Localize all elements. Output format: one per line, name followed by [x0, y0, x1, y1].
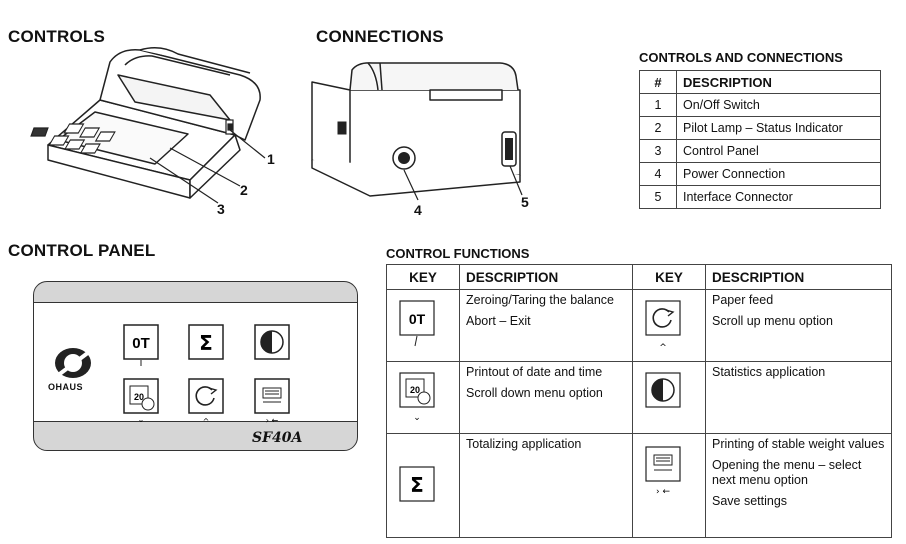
row-num: 3 [639, 139, 677, 163]
ohaus-brand-text: OHAUS [48, 382, 84, 392]
controls-heading: CONTROLS [8, 27, 105, 46]
connections-heading: CONNECTIONS [316, 27, 444, 46]
table-row: 4 Power Connection [639, 162, 881, 186]
svg-text:20: 20 [410, 385, 420, 395]
controls-connections-table: # DESCRIPTION 1 On/Off Switch 2 Pilot La… [639, 70, 881, 209]
col-num-header: # [639, 70, 677, 94]
key-cell: 0T [386, 289, 460, 362]
control-panel-heading: CONTROL PANEL [8, 241, 156, 260]
zero-tare-icon: 0T [399, 300, 435, 347]
row-num: 4 [639, 162, 677, 186]
desc-cell: Printout of date and time Scroll down me… [459, 361, 633, 434]
col-desc-header: DESCRIPTION [676, 70, 881, 94]
statistics-icon [645, 372, 681, 408]
callout-2: 2 [240, 182, 248, 198]
table-row: 3 Control Panel [639, 139, 881, 163]
desc-cell: Totalizing application [459, 433, 633, 538]
desc-line: Save settings [712, 494, 788, 508]
ohaus-logo [51, 347, 95, 381]
svg-text:0T: 0T [409, 311, 426, 327]
callout-3: 3 [217, 201, 225, 217]
panel-paper-feed-key[interactable]: ^ [188, 378, 224, 426]
desc-line: Scroll up menu option [712, 314, 833, 328]
desc-line: Opening the menu – select next menu opti… [712, 458, 862, 487]
svg-text:20: 20 [134, 392, 144, 402]
row-desc: Interface Connector [676, 185, 881, 209]
col-key-header: KEY [386, 264, 460, 290]
svg-text:⌄: ⌄ [138, 415, 145, 424]
printer-back-illustration [311, 62, 523, 201]
key-cell: 20 ⌄ [386, 361, 460, 434]
desc-line: Abort – Exit [466, 314, 531, 328]
desc-line: Paper feed [712, 293, 774, 307]
desc-cell: Statistics application [705, 361, 892, 434]
desc-line: Printout of date and time [466, 365, 603, 379]
desc-cell: Zeroing/Taring the balance Abort – Exit [459, 289, 633, 362]
desc-line: Printing of stable weight values [712, 437, 885, 451]
control-functions-table: KEY DESCRIPTION KEY DESCRIPTION 0T Zeroi… [386, 264, 892, 538]
table-header-row: KEY DESCRIPTION KEY DESCRIPTION [386, 264, 892, 290]
row-num: 5 [639, 185, 677, 209]
panel-print-key[interactable]: › ← [254, 378, 290, 425]
panel-calendar-key[interactable]: 20 ⌄ [123, 378, 159, 424]
desc-line: Totalizing application [466, 437, 582, 451]
callout-4: 4 [414, 202, 422, 218]
table-row: 5 Interface Connector [639, 185, 881, 209]
svg-text:› ←: › ← [266, 416, 279, 425]
svg-text:⌄: ⌄ [413, 413, 421, 423]
row-num: 2 [639, 116, 677, 140]
table-row: 0T Zeroing/Taring the balance Abort – Ex… [386, 289, 892, 362]
table-row: Σ Totalizing application › ← Printing of… [386, 433, 892, 538]
col-desc-header: DESCRIPTION [459, 264, 633, 290]
print-stable-icon: › ← [645, 446, 681, 497]
key-cell: ^ [632, 289, 706, 362]
col-key-header: KEY [632, 264, 706, 290]
printer-front-illustration [30, 47, 266, 204]
callout-5: 5 [521, 194, 529, 210]
paper-feed-icon: ^ [645, 300, 681, 353]
sigma-icon: Σ [399, 466, 435, 502]
svg-text:^: ^ [659, 343, 667, 353]
table-row: 1 On/Off Switch [639, 93, 881, 117]
panel-zero-tare-key[interactable]: 0T [123, 324, 159, 366]
row-desc: On/Off Switch [676, 93, 881, 117]
callout-1: 1 [267, 151, 275, 167]
calendar-clock-icon: 20 ⌄ [399, 372, 435, 423]
svg-text:› ←: › ← [656, 487, 670, 497]
desc-line: Scroll down menu option [466, 386, 603, 400]
control-functions-heading: CONTROL FUNCTIONS [386, 246, 530, 261]
row-desc: Pilot Lamp – Status Indicator [676, 116, 881, 140]
table-header-row: # DESCRIPTION [639, 70, 881, 94]
row-desc: Power Connection [676, 162, 881, 186]
svg-text:Σ: Σ [199, 331, 213, 355]
table-row: 2 Pilot Lamp – Status Indicator [639, 116, 881, 140]
desc-cell: Printing of stable weight values Opening… [705, 433, 892, 538]
svg-text:0T: 0T [132, 335, 150, 352]
panel-sigma-key[interactable]: Σ [188, 324, 224, 360]
key-cell: › ← [632, 433, 706, 538]
desc-line: Statistics application [712, 365, 826, 379]
desc-cell: Paper feed Scroll up menu option [705, 289, 892, 362]
desc-line: Zeroing/Taring the balance [466, 293, 615, 307]
col-desc-header: DESCRIPTION [705, 264, 892, 290]
controls-and-connections-heading: CONTROLS AND CONNECTIONS [639, 50, 843, 65]
row-num: 1 [639, 93, 677, 117]
key-cell: Σ [386, 433, 460, 538]
svg-text:^: ^ [203, 417, 210, 426]
key-cell [632, 361, 706, 434]
row-desc: Control Panel [676, 139, 881, 163]
panel-statistics-key[interactable] [254, 324, 290, 360]
table-row: 20 ⌄ Printout of date and time Scroll do… [386, 361, 892, 434]
svg-text:Σ: Σ [410, 473, 424, 497]
model-label: SF40A [252, 430, 303, 446]
